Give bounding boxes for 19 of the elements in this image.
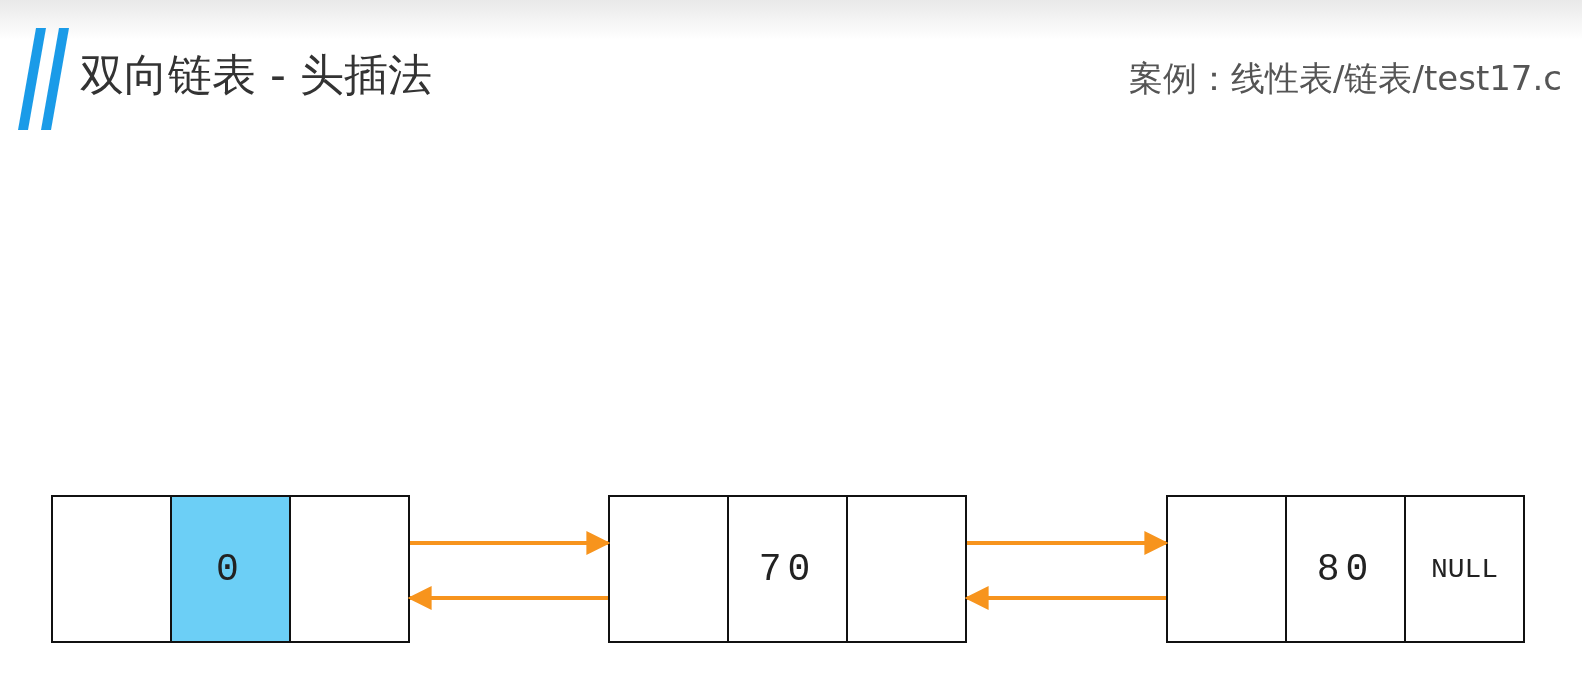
arrow (410, 531, 611, 555)
arrow (964, 586, 1166, 610)
arrow (967, 531, 1169, 555)
arrow (407, 586, 608, 610)
slide-title: 双向链表 - 头插法 (80, 48, 432, 102)
list-cell (727, 495, 848, 643)
highlighted-cell (170, 495, 291, 643)
list-cell (1285, 495, 1406, 643)
empty-cell (289, 495, 410, 643)
empty-cell (51, 495, 172, 643)
empty-cell (1166, 495, 1287, 643)
empty-cell (608, 495, 729, 643)
value-text: 0 (216, 547, 245, 591)
list-cell (1404, 495, 1525, 643)
null-text: NULL (1430, 553, 1499, 585)
value-text: 80 (1316, 547, 1375, 591)
value-text: 70 (758, 547, 817, 591)
source-file-label: 案例：线性表/链表/test17.c (1129, 57, 1562, 100)
empty-cell (846, 495, 967, 643)
